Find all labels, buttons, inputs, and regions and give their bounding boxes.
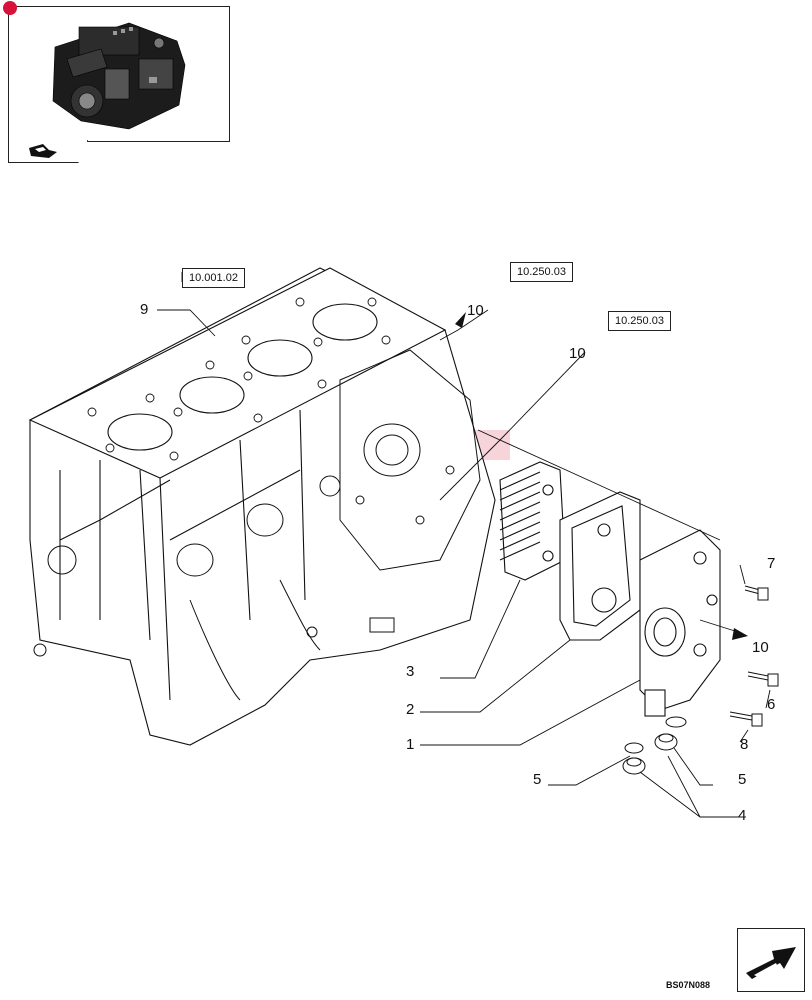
- callout-1: 1: [406, 736, 415, 753]
- callout-10-middle: 10: [569, 345, 586, 362]
- plugs-and-seals: [622, 716, 687, 775]
- callout-10-upper: 10: [467, 302, 484, 319]
- navigation-tab[interactable]: [8, 140, 88, 163]
- callout-4: 4: [738, 807, 747, 824]
- arrowheads: [455, 312, 748, 640]
- callout-8: 8: [740, 736, 749, 753]
- engine-thumbnail-panel[interactable]: [3, 1, 230, 142]
- callout-5-left: 5: [533, 771, 542, 788]
- nav-arrow-icon: [29, 144, 57, 158]
- callout-5-right: 5: [738, 771, 747, 788]
- bolt-7: [744, 585, 769, 601]
- callout-9: 9: [140, 301, 149, 318]
- lower-ref-box[interactable]: 10.250.03: [608, 311, 671, 331]
- drawing-code: BS07N088: [666, 980, 711, 990]
- callout-6: 6: [767, 696, 776, 713]
- next-page-arrow-icon: [746, 947, 796, 979]
- oil-cooler: [499, 461, 566, 581]
- leader-lines: [157, 272, 771, 818]
- next-page-button[interactable]: [737, 928, 805, 992]
- front-cover-face: [319, 349, 481, 571]
- cylinder-bores: [107, 303, 378, 451]
- callout-7: 7: [767, 555, 776, 572]
- bolt-6: [747, 671, 779, 687]
- gasket: [559, 491, 641, 641]
- engine-block-ref-box[interactable]: 10.001.02: [182, 268, 245, 288]
- upper-ref-box[interactable]: 10.250.03: [510, 262, 573, 282]
- engine-thumbnail-icon: [52, 22, 186, 130]
- callout-3: 3: [406, 663, 415, 680]
- bolt-holes: [87, 297, 391, 461]
- callout-2: 2: [406, 701, 415, 718]
- oil-filter-support: [639, 529, 721, 717]
- bolt-8: [729, 711, 763, 727]
- callout-10-lower: 10: [752, 639, 769, 656]
- engine-block: [28, 267, 496, 746]
- page-marker-dot: [3, 1, 17, 15]
- crankcase-lower: [33, 503, 395, 701]
